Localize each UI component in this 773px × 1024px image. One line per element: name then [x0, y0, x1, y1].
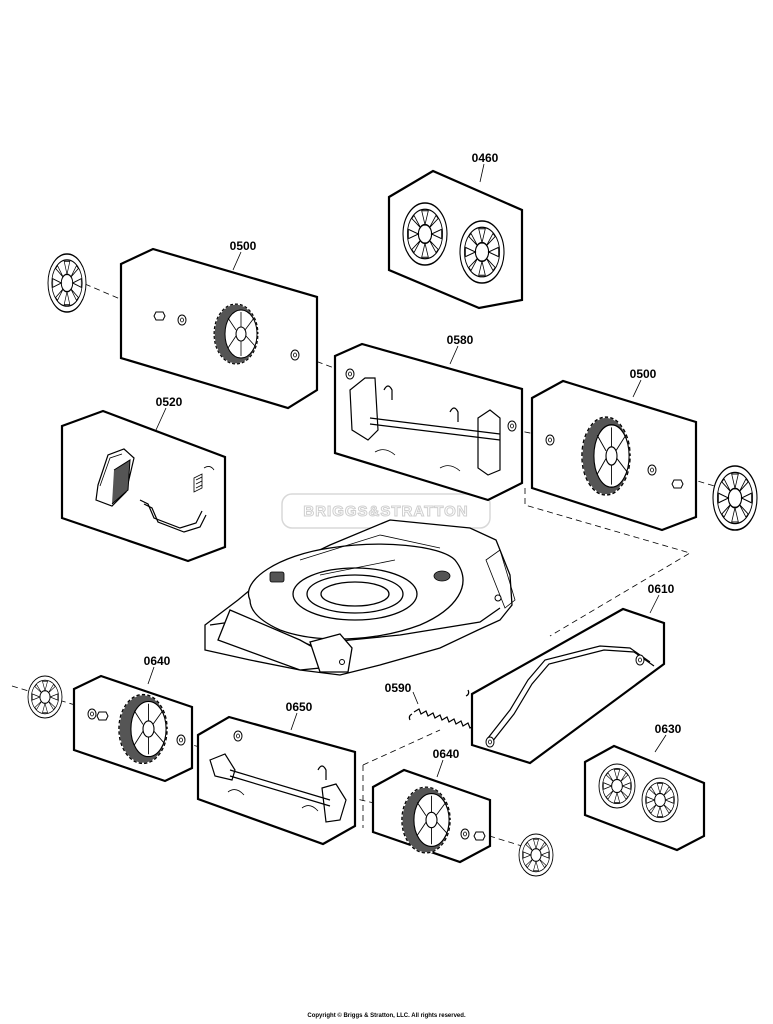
hubcap-0500-left-outer[interactable]: [47, 253, 87, 313]
part-box-0610[interactable]: [470, 607, 666, 765]
part-box-0520[interactable]: [60, 409, 227, 563]
part-box-0580[interactable]: [333, 342, 524, 502]
part-box-0640-right[interactable]: [371, 768, 492, 864]
copyright-footer: Copyright © Briggs & Stratton, LLC. All …: [307, 1013, 466, 1019]
part-box-0500-right[interactable]: [530, 379, 698, 532]
part-box-0650[interactable]: [196, 715, 357, 846]
callout-0590[interactable]: 0590: [385, 681, 412, 695]
callout-0460[interactable]: 0460: [472, 151, 499, 165]
callouts: 0460 0500 0580 0500 0520 0610 0640 0590 …: [144, 151, 682, 761]
callout-0500-left[interactable]: 0500: [230, 239, 257, 253]
callout-0630[interactable]: 0630: [655, 722, 682, 736]
mower-deck[interactable]: [204, 519, 516, 676]
part-box-0630[interactable]: [583, 744, 706, 852]
callout-0520[interactable]: 0520: [156, 395, 183, 409]
callout-0640-right[interactable]: 0640: [433, 747, 460, 761]
callout-leaders: [147, 163, 667, 778]
part-box-0460[interactable]: [387, 169, 524, 310]
part-box-0640-left[interactable]: [72, 674, 194, 783]
watermark-text: BRIGGS&STRATTON: [303, 503, 468, 520]
part-box-0500-left[interactable]: [119, 247, 319, 410]
callout-0640-left[interactable]: 0640: [144, 654, 171, 668]
callout-0610[interactable]: 0610: [648, 582, 675, 596]
hubcap-0640-right-outer[interactable]: [518, 833, 554, 877]
callout-0650[interactable]: 0650: [286, 700, 313, 714]
hubcap-0640-left-outer[interactable]: [27, 675, 63, 719]
part-spring-0590[interactable]: [408, 689, 476, 729]
callout-0500-right[interactable]: 0500: [630, 367, 657, 381]
callout-0580[interactable]: 0580: [447, 333, 474, 347]
hubcap-0500-right-outer[interactable]: [712, 465, 758, 531]
